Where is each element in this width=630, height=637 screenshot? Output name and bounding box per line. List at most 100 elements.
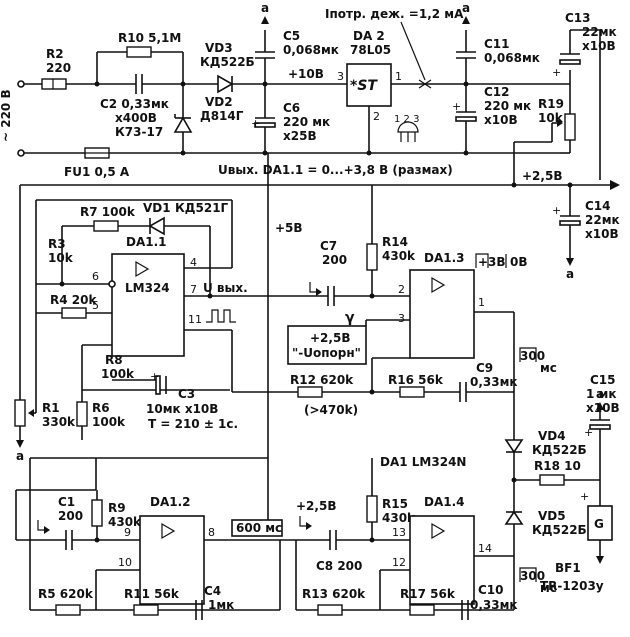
da11-section: R7 100k VD1 КД521Г R3 10k DA1.1 LM324 6 … <box>14 199 296 463</box>
bf1-label: BF1 <box>555 561 581 575</box>
r19-value: 10k <box>538 111 564 125</box>
r2-value: 220 <box>46 61 71 75</box>
ground-a4: а <box>16 449 24 463</box>
da2-mark: *ST <box>350 78 378 94</box>
potentiometer-r1 <box>14 399 26 427</box>
resistor-r11 <box>133 604 159 616</box>
c12-value: 220 мк <box>484 99 531 113</box>
c14-value: 22мк <box>585 213 620 227</box>
uref-value: +2,5В <box>310 331 350 345</box>
mains-label: ~ 220 В <box>0 89 13 142</box>
da13-pin2: 2 <box>398 283 405 296</box>
c9-label: С9 <box>476 361 493 375</box>
vd2-label: VD2 <box>205 95 233 109</box>
pulse-b-duration: 300 <box>520 569 545 583</box>
vd5-type: КД522Б <box>532 523 587 537</box>
fuse-label: FU1 0,5 А <box>64 165 130 179</box>
c11-label: С11 <box>484 37 510 51</box>
vd3-label: VD3 <box>205 41 233 55</box>
arrow-up-a1 <box>261 16 269 24</box>
c14-plus: + <box>552 204 561 217</box>
c5-label: С5 <box>283 29 300 43</box>
r3-label: R3 <box>48 237 66 251</box>
capacitor-c3 <box>155 375 161 395</box>
resistor-r9 <box>91 499 103 527</box>
output-section: VD4 КД522Б R18 10 а + С15 1 мк х10В G + … <box>504 373 620 610</box>
da13-pin3: 3 <box>398 312 405 325</box>
r12-r16-row: R12 620k (>470k) R16 56k С9 0,33мк <box>232 357 518 417</box>
resistor-r15 <box>366 495 378 523</box>
resistor-r18 <box>539 474 565 486</box>
c8-label: С8 200 <box>316 559 362 573</box>
ground-a2: а <box>462 1 470 15</box>
opamp-da12 <box>139 515 205 605</box>
r14-label: R14 <box>382 235 408 249</box>
da2-pin2: 2 <box>373 110 380 123</box>
da14-label: DA1.4 <box>424 495 465 509</box>
supply-current-label: Iпотр. деж. =1,2 мА <box>325 7 464 21</box>
r6-label: R6 <box>92 401 110 415</box>
buzzer-g: G <box>594 517 604 531</box>
pulse-a-unit: мс <box>540 361 557 375</box>
c15-plus: + <box>584 426 593 439</box>
r1-label: R1 <box>42 401 60 415</box>
c6-label: С6 <box>283 101 300 115</box>
mains-terminal-bottom <box>17 149 25 157</box>
da12-pin10: 10 <box>118 556 132 569</box>
c11-value: 0,068мк <box>484 51 540 65</box>
c15-label: С15 <box>590 373 616 387</box>
r12-note: (>470k) <box>304 403 358 417</box>
square-wave-icon <box>206 309 236 323</box>
c2-type: К73-17 <box>115 125 163 139</box>
period-label: T = 210 ± 1с. <box>148 417 238 431</box>
c4-value: 1мк <box>208 598 234 612</box>
resistor-r17 <box>409 604 435 616</box>
r2-label: R2 <box>46 47 64 61</box>
diode-vd5 <box>504 510 524 525</box>
resistor-r16 <box>399 386 425 398</box>
c7-value: 200 <box>322 253 347 267</box>
vd4-label: VD4 <box>538 429 566 443</box>
c6-plus: + <box>251 117 260 130</box>
c13-label: С13 <box>565 11 591 25</box>
bf1-type: TR-1203у <box>540 579 604 593</box>
reference-rail: +2,5В а + С14 22мк х10В <box>19 169 620 400</box>
mains-terminal-top <box>17 80 25 88</box>
ground-a1: а <box>261 1 269 15</box>
vd4-type: КД522Б <box>532 443 587 457</box>
r8-value: 100k <box>101 367 135 381</box>
ground-a5: а <box>596 387 604 401</box>
da11-pin6: 6 <box>92 270 99 283</box>
c6-value: 220 мк <box>283 115 330 129</box>
da2-pin1: 1 <box>395 70 402 83</box>
c13-voltage: х10В <box>582 39 616 53</box>
uref-name: "-Uопорн" <box>292 346 361 360</box>
resistor-r5 <box>55 604 81 616</box>
da11-pin11: 11 <box>188 313 202 326</box>
c3-value: 10мк х10В <box>146 402 218 416</box>
da14-section: +2,5В С8 200 R15 430k DA1.4 13 12 14 R13… <box>295 458 557 620</box>
da2-label: DA 2 <box>353 29 385 43</box>
capacitor-c14 <box>559 220 581 226</box>
resistor-r10 <box>126 46 152 58</box>
da14-pin12: 12 <box>392 556 406 569</box>
v25-label: +2,5В <box>522 169 562 183</box>
resistor-r2 <box>41 78 67 90</box>
vd2-type: Д814Г <box>200 109 244 123</box>
p25b-label: +2,5В <box>296 499 336 513</box>
da11-pin5: 5 <box>92 299 99 312</box>
c14-voltage: х10В <box>585 227 619 241</box>
r1-value: 330k <box>42 415 76 429</box>
da13-low-label: 0В <box>510 255 528 269</box>
c7-label: С7 <box>320 239 337 253</box>
r11-label: R11 56k <box>124 587 180 601</box>
r10-label: R10 5,1М <box>118 31 181 45</box>
c2-label: С2 0,33мк <box>100 97 169 111</box>
vd5-label: VD5 <box>538 509 566 523</box>
v10-label: +10В <box>288 67 324 81</box>
resistor-r7 <box>93 220 119 232</box>
potentiometer-r19 <box>564 113 576 141</box>
r4-label: R4 20k <box>50 293 97 307</box>
da11-pin7: 7 <box>190 283 197 296</box>
